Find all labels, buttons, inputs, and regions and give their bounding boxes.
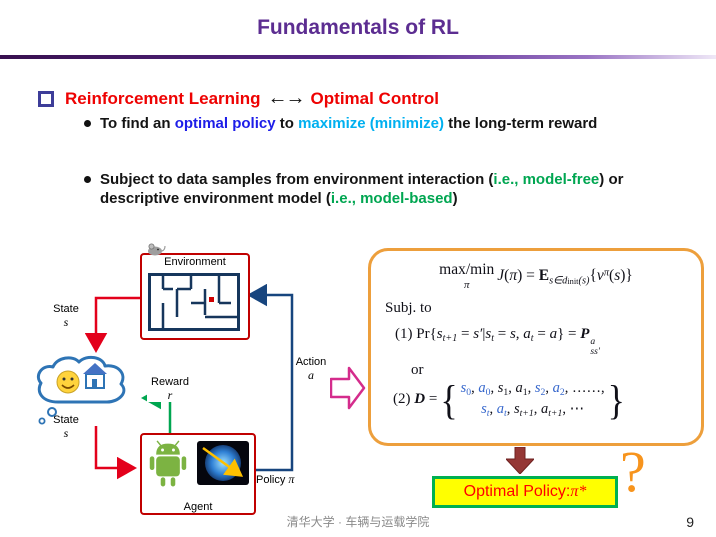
optimal-policy-box: Optimal Policy: π* [432, 476, 618, 508]
mouse-icon [148, 243, 166, 256]
reward-label: Reward r [147, 376, 193, 403]
square-bullet-icon [38, 90, 54, 107]
left-right-arrow-icon: ←→ [267, 87, 306, 109]
dataset-rows: s0, a0, s1, a1, s2, a2, ……, st, at, st+1… [460, 380, 605, 419]
environment-box: Environment [140, 253, 250, 340]
b1-text-3: the long-term reward [443, 115, 598, 132]
cloud-outline [36, 355, 126, 404]
agent-box: Agent [140, 433, 256, 515]
policy-arrow-icon [202, 446, 244, 477]
b2-text-3: ) [452, 190, 458, 208]
agent-label: Agent [183, 501, 213, 513]
bullet-item-1: To find an optimal policy to maximize (m… [84, 114, 686, 133]
title-divider [0, 55, 716, 59]
b1-text-1: To find an [100, 115, 175, 132]
question-mark: ? [620, 439, 646, 504]
b1-maximize: maximize (minimize) [298, 115, 444, 132]
page-title: Fundamentals of RL [257, 16, 459, 39]
b1-text-2: to [275, 115, 299, 132]
heading-left-text: Reinforcement Learning [65, 88, 261, 108]
b2-text-1: Subject to data samples from environment… [100, 171, 494, 188]
b2-model-free: i.e., model-free [493, 171, 600, 188]
house-icon [83, 363, 107, 389]
b2-model-based: i.e., model-based [330, 190, 453, 208]
bullet-dot-icon [84, 120, 91, 127]
agent-mind-cloud [36, 355, 126, 425]
page-number: 9 [686, 514, 694, 530]
policy-label: Policy π [256, 472, 295, 486]
thought-bubble [47, 407, 57, 417]
maze-image [148, 273, 240, 331]
state-arrow-top [84, 296, 140, 353]
maxmin-operator: max/min π [439, 261, 495, 291]
subject-to-label: Subj. to [385, 299, 432, 316]
bullet-item-2: Subject to data samples from environment… [84, 170, 686, 208]
section-heading: Reinforcement Learning ←→ Optimal Contro… [38, 87, 439, 110]
constraint-2-formula: (2) D = { s0, a0, s1, a1, s2, a2, ……, st… [393, 376, 625, 423]
policy-network-image [197, 441, 249, 485]
android-robot-icon [149, 440, 187, 487]
thought-bubble [38, 417, 46, 425]
or-label: or [411, 362, 424, 379]
open-brace: { [440, 376, 458, 423]
state-arrow-bottom [94, 426, 137, 480]
state-label-top: State s [53, 303, 79, 329]
footer-text: 清华大学 · 车辆与运载学院 [286, 515, 430, 529]
objective-formula: max/min π J(π) = Es∈dinit(s){vπ(s)} [439, 261, 633, 291]
b1-optimal-policy: optimal policy [174, 115, 276, 132]
action-arrow [247, 283, 294, 472]
down-arrow-icon [506, 447, 534, 474]
bullet-dot-icon [84, 176, 91, 183]
math-formulation-box: max/min π J(π) = Es∈dinit(s){vπ(s)} Subj… [368, 248, 704, 446]
action-label: Action a [295, 356, 327, 382]
heading-right-text: Optimal Control [310, 88, 439, 108]
state-label-bottom: State s [53, 414, 79, 440]
environment-label: Environment [164, 256, 226, 268]
close-brace: } [607, 376, 625, 423]
smiley-icon [56, 370, 80, 394]
b2-text-2: ) or descriptive environment model ( [100, 171, 624, 208]
big-right-arrow-icon [330, 366, 366, 410]
